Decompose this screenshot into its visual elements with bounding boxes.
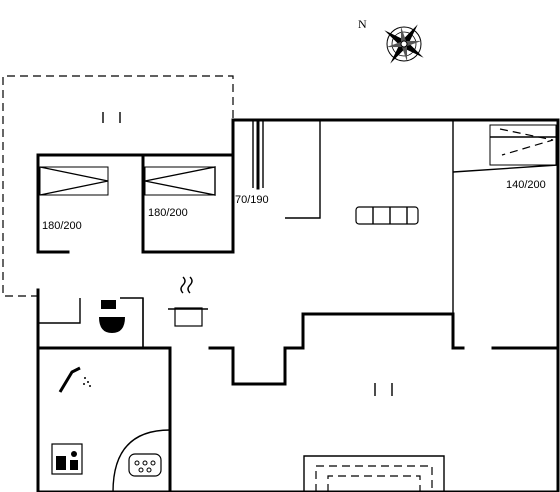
north-label: N [358,17,367,31]
entrance-steps [303,455,445,492]
bunk-bed [252,118,264,190]
bed-1-size: 180/200 [42,220,82,232]
sofa-icon [355,206,419,225]
bed-1 [39,166,109,196]
bed-2 [144,166,216,196]
shower-icon [58,366,91,393]
terrace-outline [2,75,234,297]
sauna-icon [51,443,83,475]
whirlpool-icon [112,429,171,492]
bed-2-size: 180/200 [148,207,188,219]
toilet-icon [99,300,125,333]
exterior-walls [36,118,560,492]
bed-3-size: 140/200 [506,179,546,191]
staircase-icon [489,124,557,166]
window-marks [374,383,393,396]
cooking-pot-icon [168,276,208,327]
interior-partitions [38,120,559,348]
bunk-bed-size: 70/190 [235,194,269,206]
compass-rose-icon [384,24,424,64]
